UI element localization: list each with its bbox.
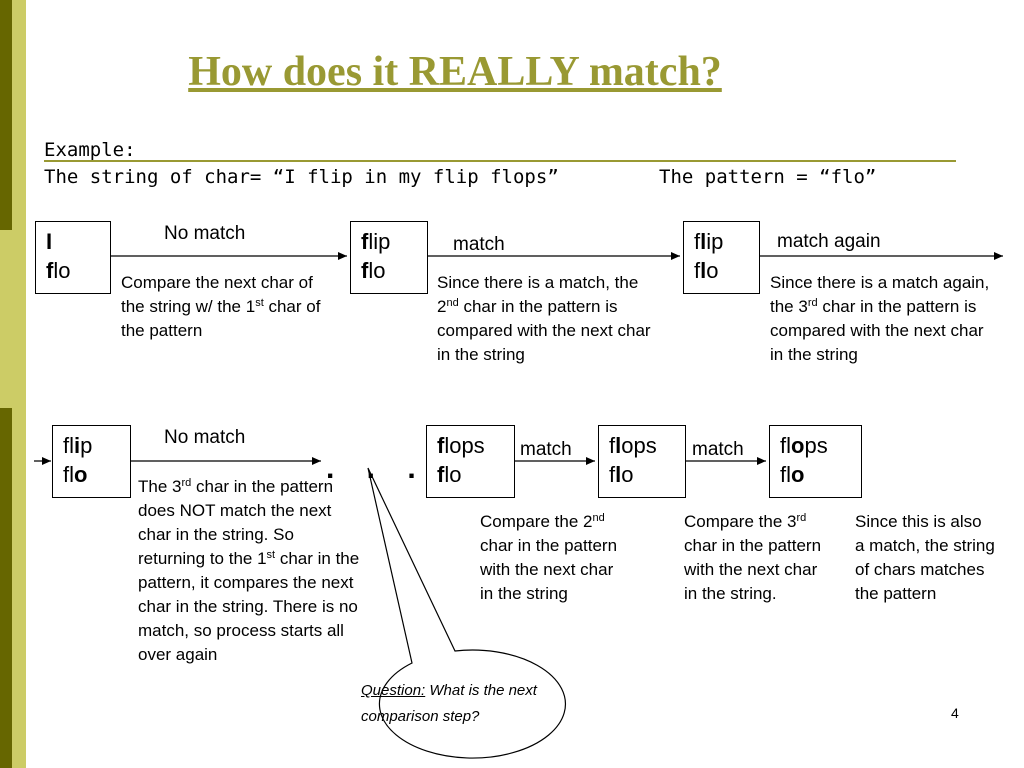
box-text: o bbox=[791, 433, 805, 458]
box-text: fl bbox=[63, 433, 74, 458]
box-text: f bbox=[694, 258, 701, 283]
row2-label2: match bbox=[520, 439, 572, 460]
row1-note3: Since there is a match again, the 3rd ch… bbox=[770, 271, 995, 367]
row2-label1: No match bbox=[164, 427, 246, 448]
note-text: char in the pattern with the next char i… bbox=[684, 536, 822, 603]
question-text: What is the next comparison step? bbox=[361, 682, 537, 725]
note-text: char in the pattern with the next char i… bbox=[480, 536, 618, 603]
note-text: char in the pattern is compared with the… bbox=[437, 297, 651, 364]
box-text: f bbox=[361, 258, 369, 283]
box-text: i bbox=[74, 433, 81, 458]
note-text: Compare the 2 bbox=[480, 512, 593, 531]
note-sup: rd bbox=[181, 477, 192, 489]
slide-title: How does it REALLY match? bbox=[188, 49, 722, 95]
note-text: char in the pattern is compared with the… bbox=[770, 297, 984, 364]
row1-label2: match bbox=[453, 234, 505, 255]
box-text: f bbox=[609, 433, 616, 458]
box-text: ops bbox=[621, 433, 657, 458]
note-text: char in the pattern does NOT match the n… bbox=[138, 477, 334, 568]
row1-note2: Since there is a match, the 2nd char in … bbox=[437, 271, 662, 367]
box-text: fl bbox=[780, 433, 791, 458]
left-band-light bbox=[12, 0, 26, 768]
row2-note4: Since this is also a match, the string o… bbox=[855, 512, 995, 603]
box-text: f bbox=[609, 462, 616, 487]
row2-note2: Compare the 2nd char in the pattern with… bbox=[480, 510, 625, 606]
note-text: char of the pattern bbox=[121, 297, 321, 340]
box-text: l bbox=[615, 462, 622, 487]
note-sup: st bbox=[255, 297, 264, 309]
box-text: lo bbox=[368, 258, 386, 283]
row2-box4: flops flo bbox=[769, 425, 862, 498]
row2-box3: flops flo bbox=[598, 425, 686, 498]
row1-label3: match again bbox=[777, 231, 881, 252]
callout-question: Question: What is the next comparison st… bbox=[361, 678, 551, 730]
note-sup: st bbox=[266, 549, 276, 561]
row1-box2: flip flo bbox=[350, 221, 428, 294]
row2-label3: match bbox=[692, 439, 744, 460]
callout-bubble bbox=[367, 467, 566, 759]
box-text: I bbox=[46, 229, 53, 254]
row1-box3: flip flo bbox=[683, 221, 760, 294]
box-text: p bbox=[80, 433, 93, 458]
box-text: fl bbox=[780, 462, 791, 487]
row2-box1: flip flo bbox=[52, 425, 131, 498]
note-sup: rd bbox=[807, 297, 818, 309]
box-text: o bbox=[706, 258, 719, 283]
note-sup: rd bbox=[796, 512, 807, 524]
box-text: lo bbox=[444, 462, 462, 487]
note-text: Since there is a match again, the 3 bbox=[770, 273, 990, 316]
box-text: f bbox=[361, 229, 369, 254]
row2-note3: Compare the 3rd char in the pattern with… bbox=[684, 510, 829, 606]
row2-note1: The 3rd char in the pattern does NOT mat… bbox=[138, 475, 363, 667]
box-text: o bbox=[74, 462, 88, 487]
box-text: lo bbox=[53, 258, 71, 283]
box-text: l bbox=[700, 229, 707, 254]
row1-label1: No match bbox=[164, 223, 246, 244]
box-text: lops bbox=[444, 433, 485, 458]
box-text: fl bbox=[63, 462, 74, 487]
box-text: ip bbox=[706, 229, 724, 254]
note-sup: nd bbox=[592, 512, 605, 524]
box-text: ps bbox=[804, 433, 828, 458]
page-number: 4 bbox=[951, 705, 959, 721]
question-label: Question: bbox=[361, 682, 426, 699]
example-underline bbox=[44, 160, 956, 162]
box-text: l bbox=[700, 258, 707, 283]
pattern-line: The pattern = “flo” bbox=[659, 166, 877, 188]
box-text: lip bbox=[368, 229, 391, 254]
example-label: Example: bbox=[44, 139, 136, 161]
note-text: Compare the 3 bbox=[684, 512, 797, 531]
note-text: Since there is a match, the 2 bbox=[437, 273, 639, 316]
box-text: f bbox=[46, 258, 54, 283]
row1-note1: Compare the next char of the string w/ t… bbox=[121, 271, 331, 343]
box-text: l bbox=[615, 433, 622, 458]
note-text: char in the pattern, it compares the nex… bbox=[138, 549, 360, 664]
note-text: The 3 bbox=[138, 477, 182, 496]
box-text: f bbox=[437, 433, 445, 458]
note-sup: nd bbox=[446, 297, 459, 309]
left-band-dark-mid bbox=[0, 230, 12, 408]
row1-box1: I flo bbox=[35, 221, 111, 294]
box-text: o bbox=[791, 462, 805, 487]
string-line: The string of char= “I flip in my flip f… bbox=[44, 166, 559, 188]
box-text: o bbox=[621, 462, 634, 487]
note-text: Compare the next char of the string w/ t… bbox=[121, 273, 313, 316]
box-text: f bbox=[694, 229, 701, 254]
box-text: f bbox=[437, 462, 445, 487]
row2-box2: flops flo bbox=[426, 425, 515, 498]
